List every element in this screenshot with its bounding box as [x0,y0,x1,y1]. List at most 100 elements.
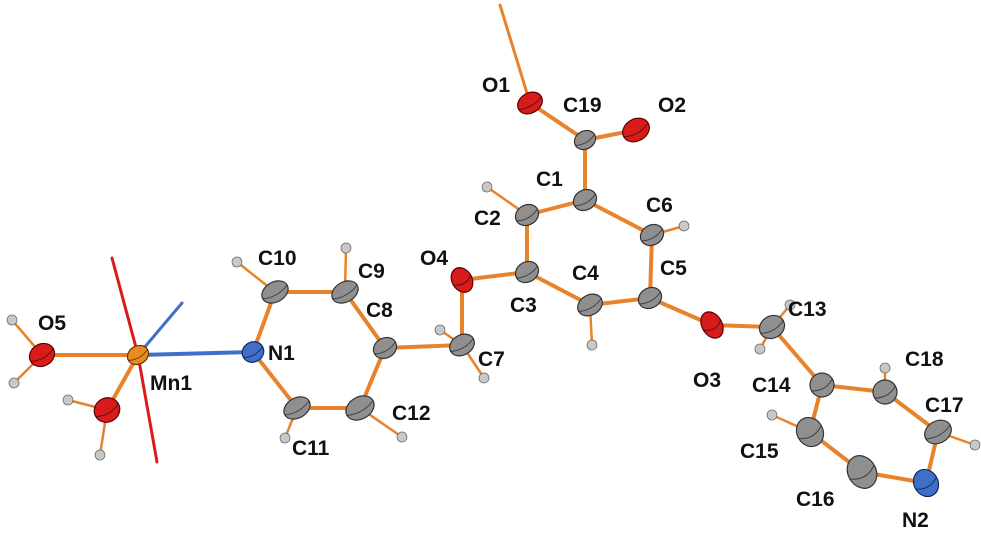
label-C13: C13 [788,298,827,321]
label-C8: C8 [366,299,393,322]
atom-c1 [572,188,598,212]
label-C19: C19 [563,94,602,117]
atom-h9 [340,242,352,254]
atom-o3 [700,311,724,339]
atom-h5a [6,314,18,326]
atom-h7a [434,324,446,336]
atom-h17 [969,439,981,451]
ellipsoid-principal-axis [915,476,937,490]
atom-c9 [331,280,359,304]
atom-h6 [678,220,690,232]
ellipsoid-principal-axis [374,341,396,355]
ellipsoid-principal-axis [575,134,595,146]
bond-C1-C6 [583,198,654,237]
ellipsoid-principal-axis [30,348,54,362]
label-C9: C9 [358,260,385,283]
label-C14: C14 [752,374,791,397]
atom-h13b [754,343,766,355]
ellipsoid-principal-axis [284,400,310,416]
atom-c11 [283,396,311,420]
label-N2: N2 [902,509,929,532]
atom-c18 [872,379,898,405]
bond-C8-C9 [343,290,387,350]
atom-h7b [478,372,490,384]
atom-h5b [8,377,20,389]
ellipsoid-principal-axis [623,122,649,138]
atom-c15 [795,416,825,448]
bond-Mn1-O-truncated [136,353,159,464]
atom-h4 [586,339,598,351]
atoms [6,91,981,498]
atom-h11 [279,432,291,444]
ellipsoid-principal-axis [703,319,722,331]
ellipsoid-principal-axis [798,425,822,440]
label-C5: C5 [660,257,687,280]
atom-c4 [577,293,603,317]
ellipsoid-principal-axis [95,403,119,417]
atom-h13a [784,299,796,311]
ellipsoid-principal-axis [641,228,663,242]
ellipsoid-principal-axis [925,424,951,440]
bond-C3-C4 [525,270,592,307]
label-C12: C12 [392,402,431,425]
atom-h10 [231,256,243,268]
label-C17: C17 [925,394,964,417]
bond-C7-C8 [383,343,464,350]
label-O1: O1 [482,74,510,97]
bond-N1-C11 [251,350,299,410]
atom-n2 [912,468,940,498]
ellipsoid-principal-axis [128,349,148,361]
atom-h2 [481,181,493,193]
atom-c19 [573,129,597,151]
atom-c6 [639,223,665,247]
ellipsoid-principal-axis [639,291,661,305]
label-C7: C7 [478,348,505,371]
bond-N1-Mn1 [136,350,255,357]
atom-h18 [879,362,891,374]
atom-c5 [637,286,663,310]
atom-c2 [514,203,540,227]
ellipsoid-principal-axis [453,274,472,286]
atom-h12 [396,431,408,443]
atom-o1 [517,91,543,115]
atom-c12 [345,395,375,421]
label-C16: C16 [796,488,835,511]
label-C4: C4 [572,262,599,285]
ellipsoid-principal-axis [346,400,374,416]
ellipsoid-principal-axis [450,338,474,352]
atom-h6a [62,394,74,406]
ellipsoid-principal-axis [243,346,263,358]
label-Mn1: Mn1 [150,372,192,395]
atom-o4 [450,267,474,293]
ellipsoid-principal-axis [578,298,602,312]
ellipsoid-principal-axis [518,96,542,110]
ellipsoid-principal-axis [874,385,896,399]
atom-c7 [449,333,475,357]
ellipsoid-principal-axis [332,284,358,300]
label-C11: C11 [292,437,330,460]
label-C15: C15 [740,440,779,463]
atom-h15 [766,409,778,421]
ellipsoid-principal-axis [516,265,538,279]
ellipsoid-principal-axis [262,284,288,300]
label-C2: C2 [474,207,501,230]
atom-o2 [622,117,650,143]
bond-O1-truncated [498,3,532,105]
bond-Mn1-O-truncated [110,256,140,357]
label-O2: O2 [658,94,686,117]
ellipsoid-principal-axis [760,320,784,334]
bond-C13-C14 [770,325,824,387]
atom-c16 [846,455,878,489]
ellipsoid-principal-axis [516,208,538,222]
atom-o6 [93,397,121,423]
label-C3: C3 [510,294,537,317]
atom-c3 [514,260,540,284]
label-C1: C1 [536,168,563,191]
label-C6: C6 [646,194,673,217]
label-C10: C10 [258,247,297,270]
atom-c8 [372,336,398,360]
ellipsoid-principal-axis [849,464,875,480]
atom-labels: O1 C19 O2 C1 C2 C6 C3 C4 C5 O4 C7 C8 C9 … [38,74,964,532]
ellipsoid-principal-axis [811,378,833,392]
